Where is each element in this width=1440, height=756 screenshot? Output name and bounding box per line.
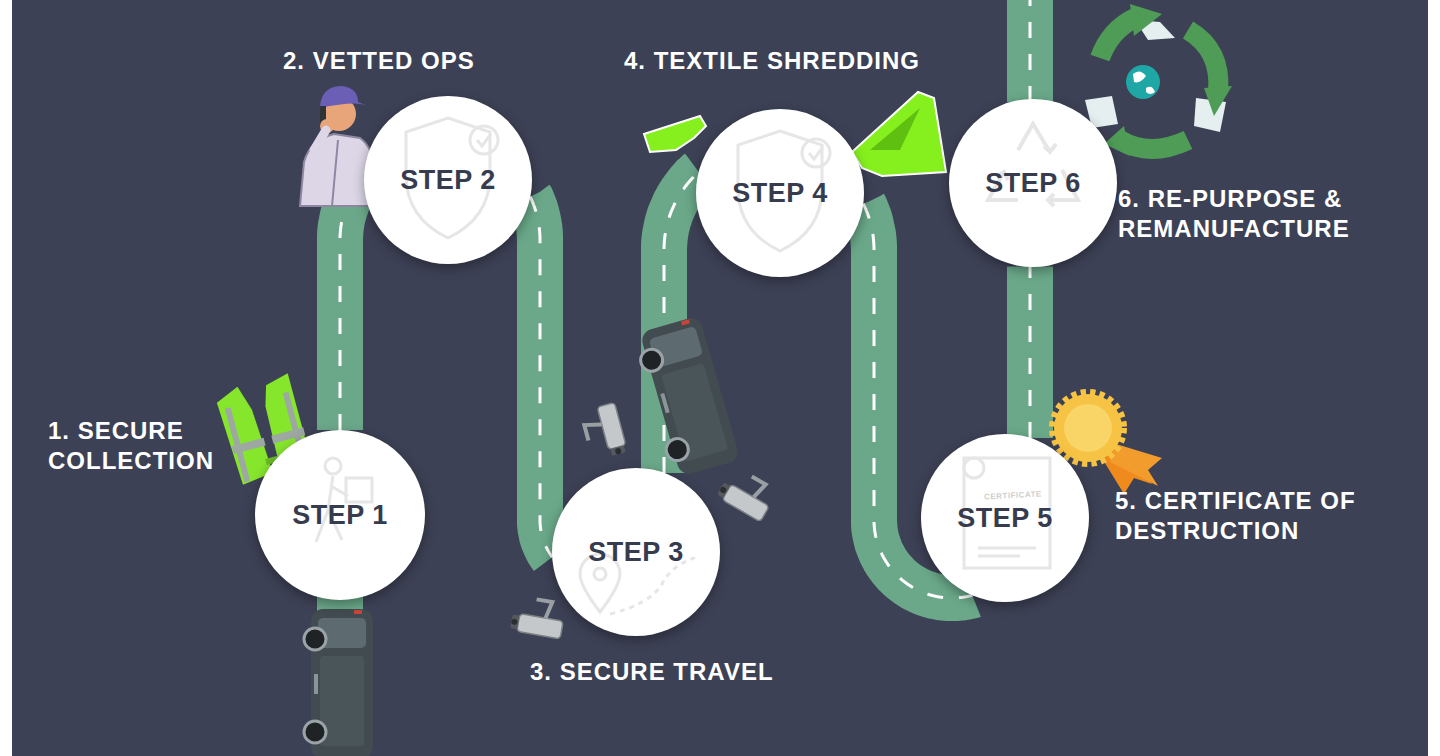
step-title: 4. TEXTILE SHREDDING bbox=[624, 46, 964, 76]
shield-icon bbox=[738, 131, 822, 251]
road-centerline bbox=[1029, 267, 1032, 439]
hi-vis-vest bbox=[225, 407, 250, 482]
courier-icon bbox=[316, 458, 372, 542]
shield-icon bbox=[738, 131, 830, 251]
cctv-camera bbox=[581, 402, 628, 460]
road-connector bbox=[1030, 267, 1031, 439]
step-number: STEP 4 bbox=[696, 178, 864, 209]
shield-icon bbox=[809, 147, 823, 159]
security-guard bbox=[314, 130, 326, 150]
step-number: STEP 6 bbox=[949, 168, 1117, 199]
shredded-paper bbox=[644, 116, 706, 152]
step-title: 3. SECURE TRAVEL bbox=[530, 657, 830, 687]
shield-icon bbox=[406, 118, 490, 238]
location-icon bbox=[594, 568, 606, 580]
courier-icon bbox=[316, 476, 348, 542]
shredded-paper bbox=[852, 92, 946, 176]
road bbox=[340, 174, 365, 430]
hi-vis-vest bbox=[214, 384, 274, 486]
step-title: 6. RE-PURPOSE & REMANUFACTURE bbox=[1118, 184, 1380, 244]
road-extension bbox=[340, 0, 1030, 756]
step-number: STEP 3 bbox=[552, 537, 720, 568]
shield-icon bbox=[802, 139, 830, 167]
award-rosette bbox=[1064, 404, 1112, 452]
courier-icon bbox=[346, 478, 372, 502]
road-guide bbox=[340, 0, 1030, 756]
step-title: 1. SECURE COLLECTION bbox=[48, 416, 248, 476]
step-circle: STEP 11. SECURE COLLECTION bbox=[255, 430, 425, 600]
road-centerline bbox=[530, 197, 552, 557]
recycle-arrows bbox=[1133, 71, 1155, 94]
van bbox=[633, 315, 741, 478]
step-circle: STEP 33. SECURE TRAVEL bbox=[552, 468, 720, 636]
cctv-camera bbox=[510, 402, 778, 639]
security-guard bbox=[320, 86, 368, 108]
road-connector bbox=[530, 197, 552, 557]
cctv-camera bbox=[716, 466, 778, 522]
recycle-icon bbox=[1018, 124, 1056, 152]
security-guard bbox=[300, 134, 374, 206]
recycle-arrows bbox=[1126, 65, 1160, 99]
courier-icon bbox=[325, 458, 341, 474]
shield-icon bbox=[477, 134, 491, 146]
certificate-icon bbox=[978, 548, 1036, 556]
shredded-paper bbox=[870, 108, 920, 150]
recycle-arrows bbox=[1188, 30, 1218, 92]
step-number: STEP 1 bbox=[255, 500, 425, 531]
step-number: STEP 2 bbox=[364, 165, 532, 196]
road-extension bbox=[1007, 0, 1053, 102]
recycle-arrows bbox=[1120, 140, 1188, 149]
shield-icon bbox=[470, 126, 498, 154]
step-title: 2. VETTED OPS bbox=[283, 46, 543, 76]
certificate-icon bbox=[964, 458, 1050, 568]
road bbox=[530, 197, 552, 557]
recycle-arrows bbox=[1204, 86, 1232, 116]
recycle-arrows bbox=[1130, 4, 1162, 36]
security-guard bbox=[332, 140, 338, 206]
certificate-icon bbox=[964, 458, 1050, 568]
shield-icon bbox=[406, 118, 498, 238]
step-number: STEP 5 bbox=[921, 503, 1089, 534]
location-icon bbox=[580, 554, 700, 614]
van bbox=[304, 609, 373, 756]
security-guard bbox=[300, 86, 374, 206]
road bbox=[1007, 267, 1053, 439]
location-icon bbox=[610, 556, 700, 614]
award-rosette bbox=[1054, 394, 1122, 462]
recycle-icon bbox=[988, 172, 1018, 200]
road-centerline bbox=[340, 174, 365, 430]
road-extension bbox=[1029, 0, 1032, 102]
road-connector bbox=[340, 174, 365, 430]
recycle-icon bbox=[988, 124, 1078, 206]
cctv-camera bbox=[510, 596, 566, 639]
recycle-icon bbox=[1048, 170, 1078, 206]
recycle-arrows bbox=[1100, 18, 1135, 58]
recycle-arrows bbox=[1085, 4, 1232, 156]
certificate-icon bbox=[964, 458, 984, 478]
location-icon bbox=[580, 554, 620, 612]
icon-text: CERTIFICATE bbox=[984, 489, 1042, 501]
step-title: 5. CERTIFICATE OF DESTRUCTION bbox=[1115, 486, 1377, 546]
